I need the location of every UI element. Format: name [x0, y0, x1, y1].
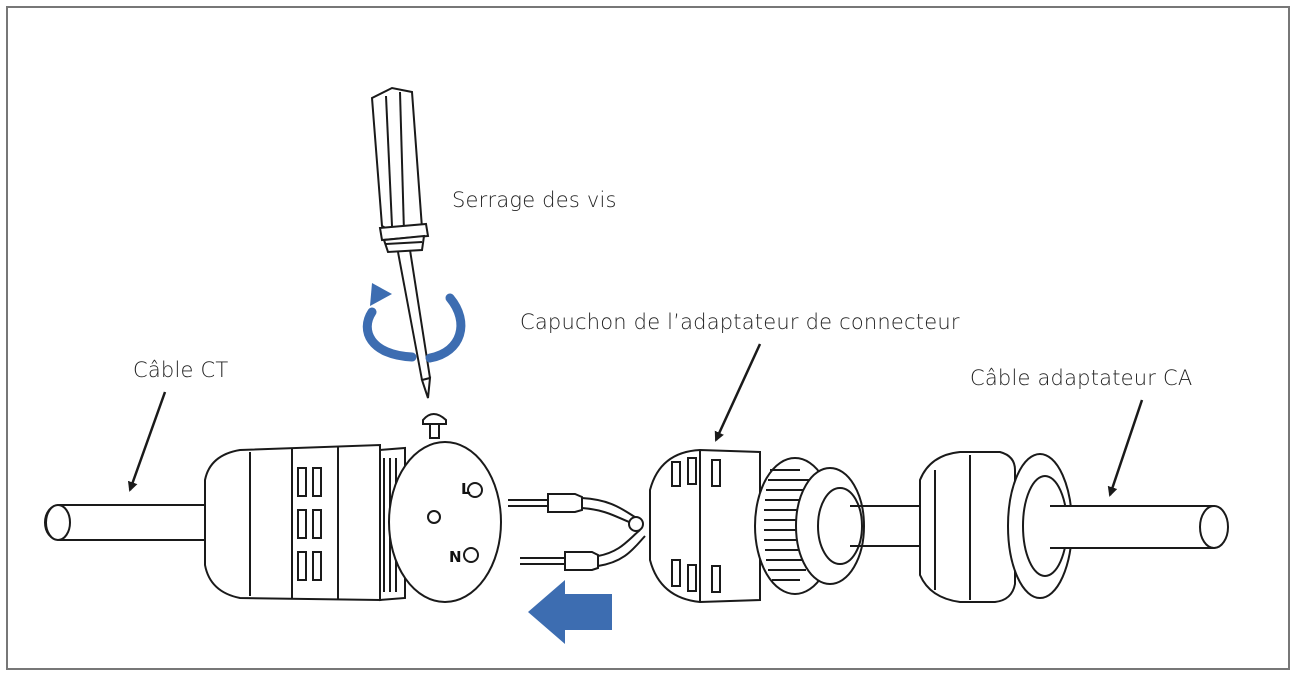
ct-cable-leader	[127, 391, 167, 492]
screw-icon	[422, 413, 447, 439]
pin-n-label: N	[449, 548, 462, 566]
rotation-arrow-icon	[362, 283, 466, 363]
leader-lines	[127, 343, 1144, 497]
pin-l-label: L	[461, 480, 471, 498]
connector-adapter-cap	[649, 448, 865, 604]
ct-cable-label: Câble CT	[133, 358, 229, 382]
connector-cap-label: Capuchon de l’adaptateur de connecteur	[520, 310, 960, 334]
screw-tightening-label: Serrage des vis	[452, 188, 617, 212]
ac-adapter-cable	[1050, 505, 1229, 549]
ac-adapter-nut	[850, 451, 1073, 603]
cap-leader	[714, 343, 762, 442]
screwdriver-icon	[370, 86, 432, 399]
insert-direction-arrow	[528, 580, 612, 644]
ct-cable	[44, 504, 210, 541]
ac-cable-leader	[1107, 399, 1144, 497]
wires	[508, 493, 646, 571]
ac-adapter-cable-label: Câble adaptateur CA	[970, 366, 1193, 390]
ct-connector-body	[204, 441, 502, 603]
